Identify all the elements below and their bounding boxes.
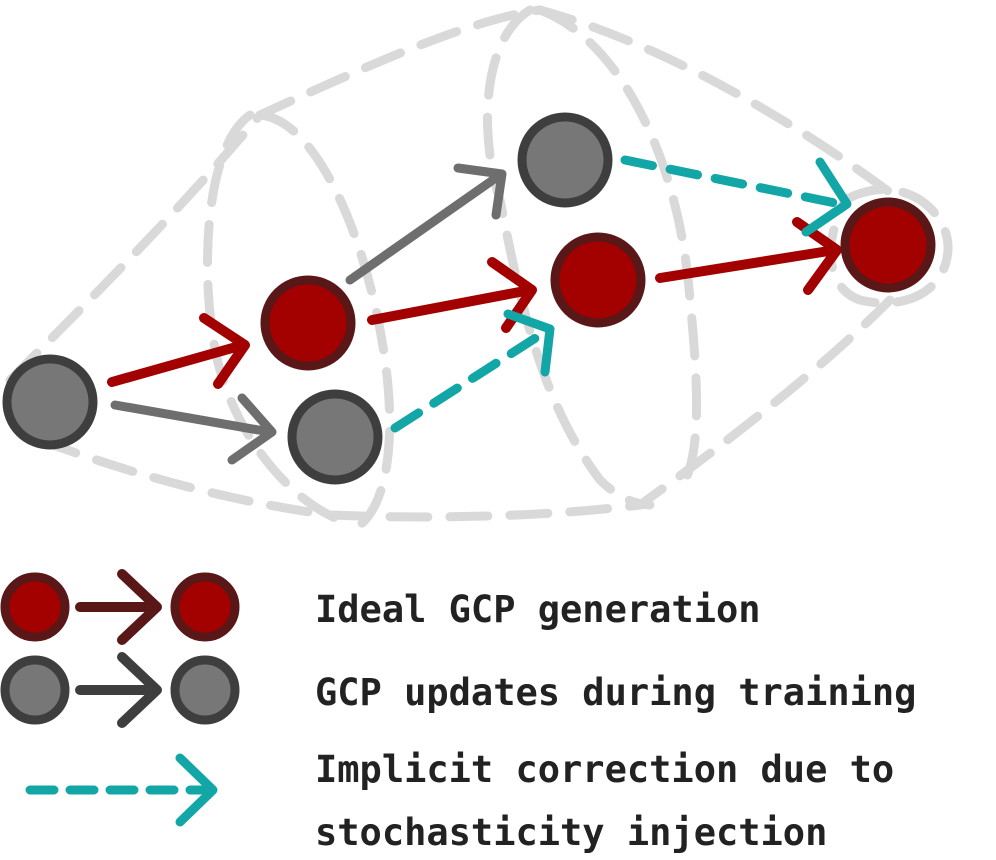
- gray-arrow-red-to-upper: [345, 163, 507, 285]
- red-node-1: [260, 275, 356, 371]
- envelope-outer-bottom: [35, 295, 895, 522]
- red-arrow-start-to-red1: [107, 313, 250, 389]
- uncertainty-envelope: [5, 5, 953, 530]
- gray-arrow-start-to-lower: [110, 393, 277, 465]
- gray-node-upper: [517, 112, 613, 208]
- legend-training-label: GCP updates during training: [315, 671, 916, 714]
- legend-training-symbol: [0, 652, 240, 728]
- envelope-cross-1: [203, 110, 345, 525]
- envelope-end-loop: [826, 185, 953, 308]
- legend-correction-symbol: [25, 753, 218, 827]
- red-node-2: [550, 232, 646, 328]
- envelope-outer-top: [5, 5, 905, 385]
- legend-ideal-label: Ideal GCP generation: [315, 588, 761, 631]
- envelope-cross-2: [255, 110, 395, 530]
- legend-ideal-symbol: [0, 569, 240, 645]
- legend-correction-label-1: Implicit correction due to: [315, 748, 894, 791]
- red-node-3: [840, 197, 936, 293]
- teal-arrowhead-lower-to-red2: [503, 309, 555, 377]
- teal-arrow-upper-to-red3: [620, 155, 850, 210]
- gray-node-lower: [287, 389, 383, 485]
- legend: Ideal GCP generation GCP updates during …: [0, 569, 916, 854]
- teal-arrow-lower-to-red2: [390, 325, 553, 433]
- legend-correction-label-2: stochasticity injection: [315, 811, 827, 854]
- gray-node-start: [2, 354, 98, 450]
- teal-arrowhead-upper-to-red3: [801, 157, 852, 237]
